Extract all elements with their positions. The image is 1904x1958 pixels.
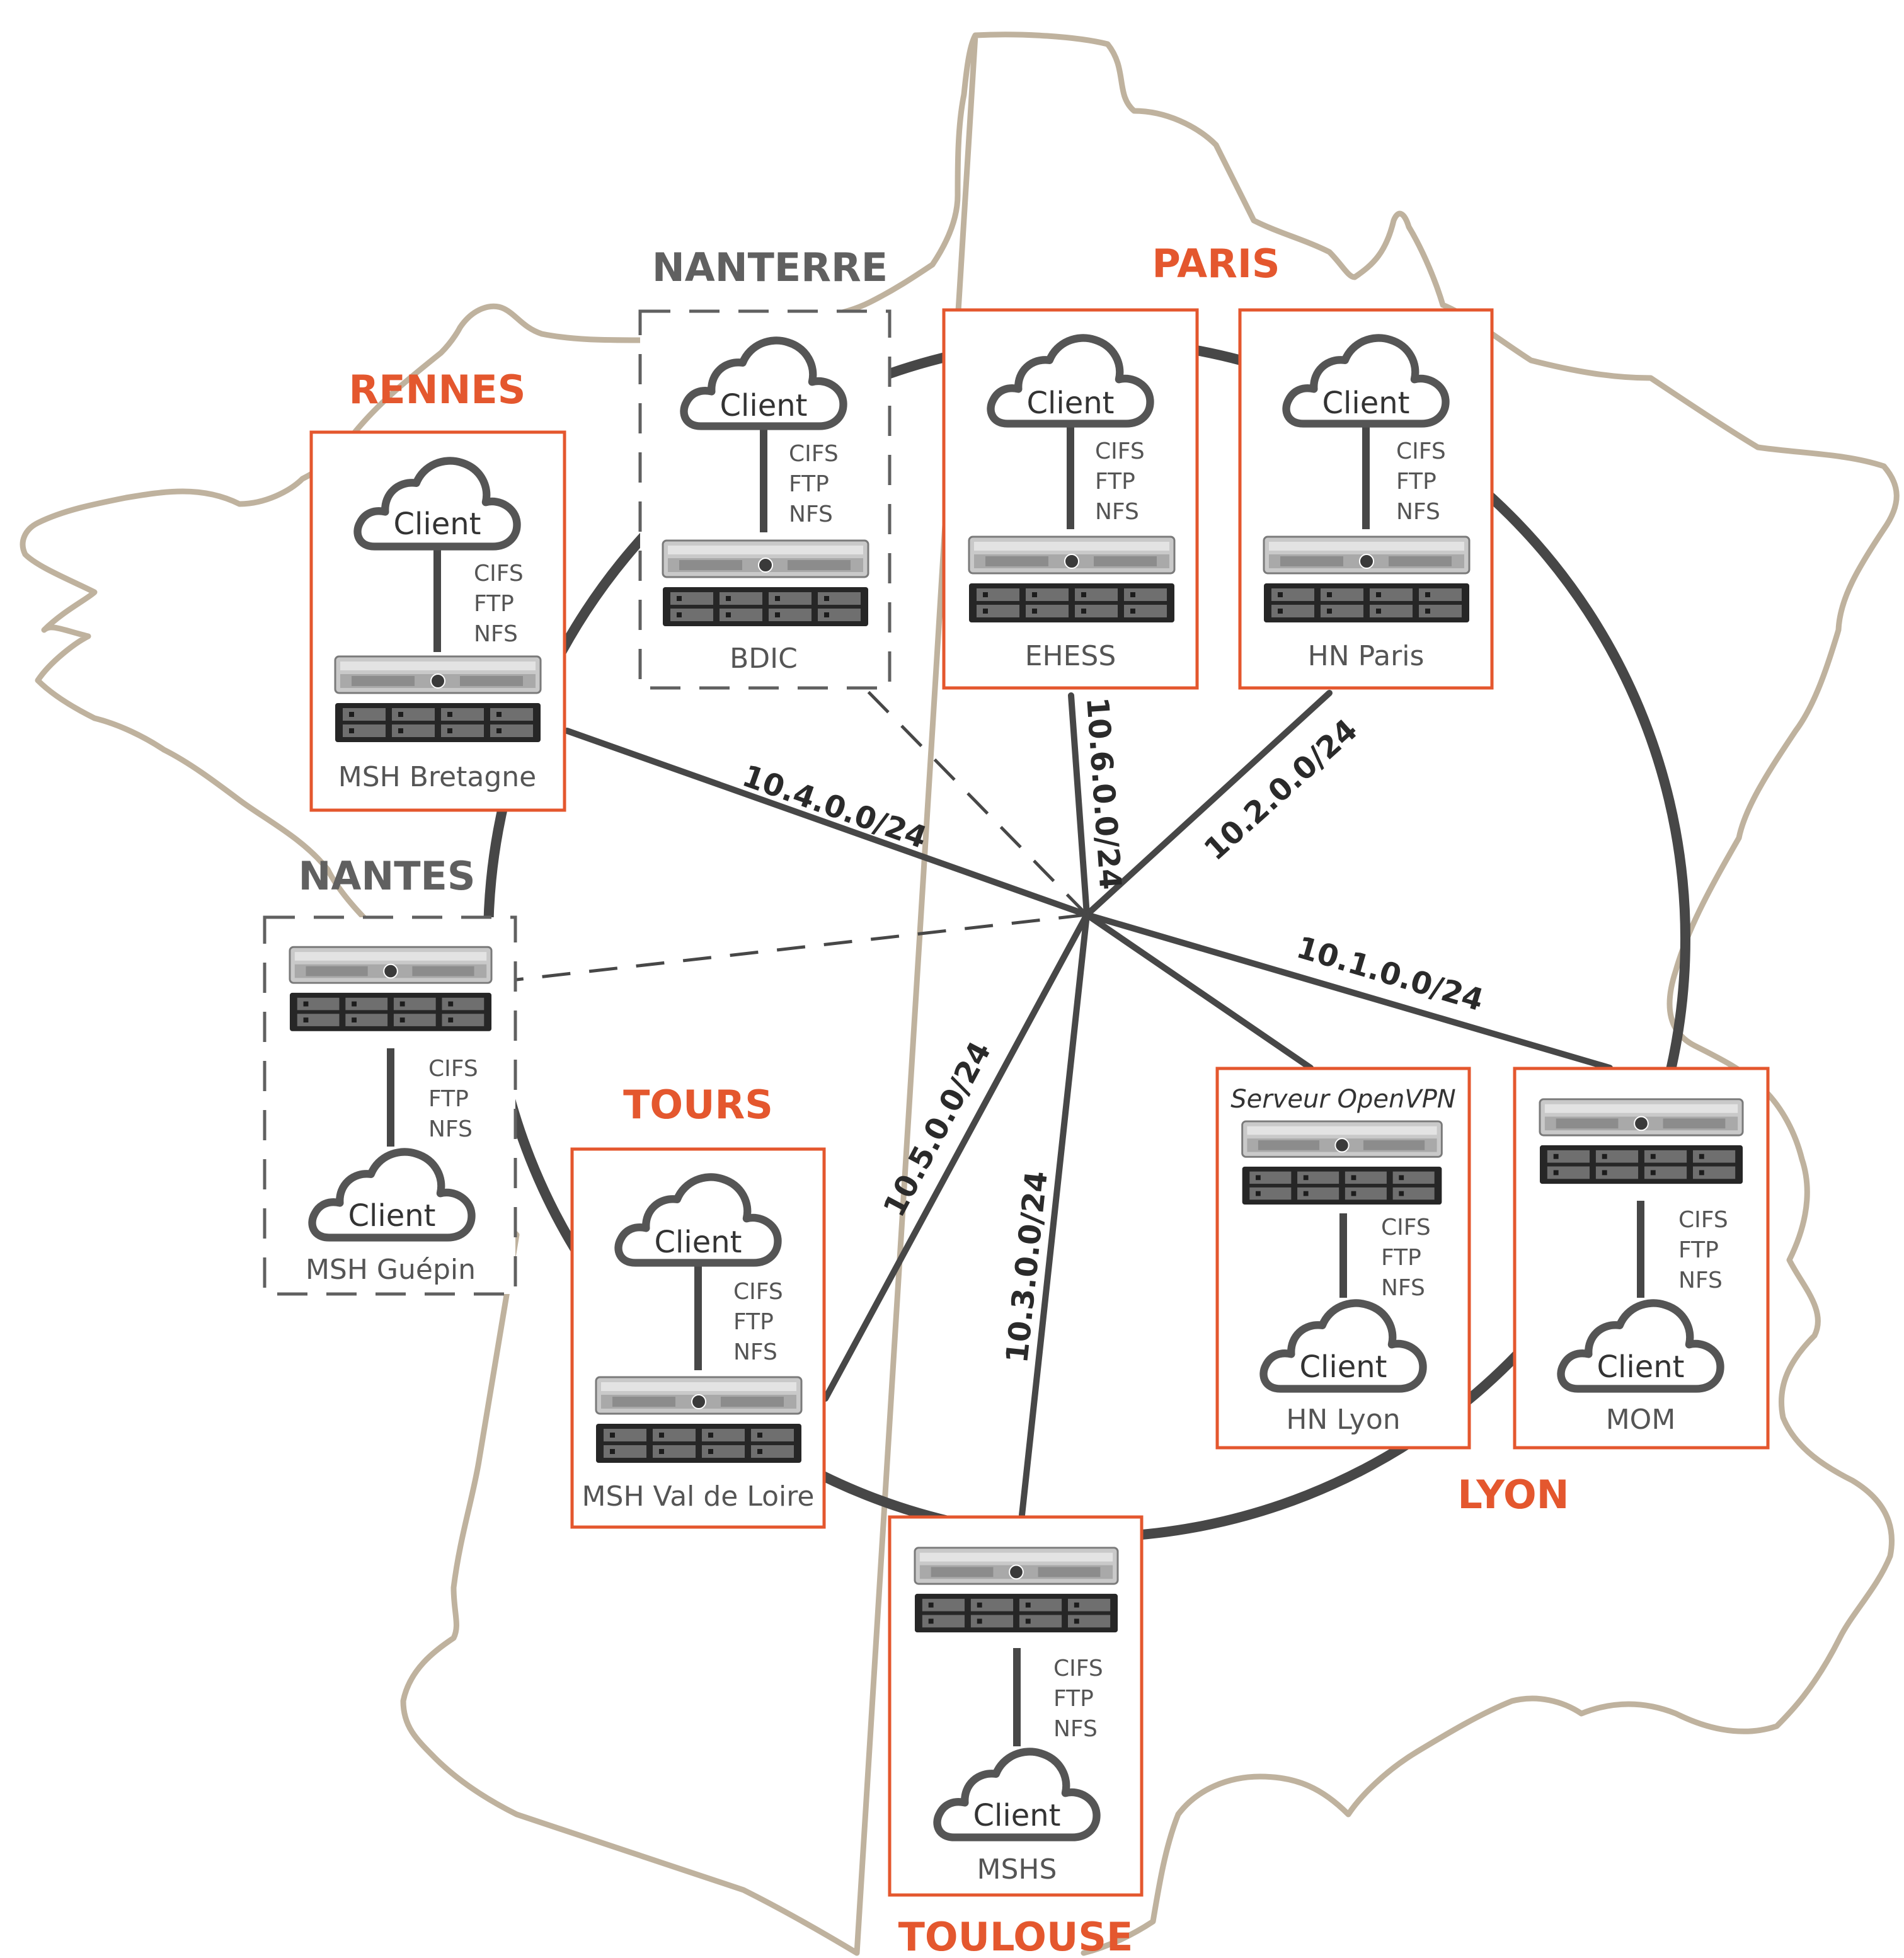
protocol-cifs: CIFS <box>1095 438 1145 464</box>
site-mshs: CIFS FTP NFS Client MSHS <box>888 1515 1144 1897</box>
site-bdic: Client CIFS FTP NFS BDIC <box>638 309 892 690</box>
protocol-cifs: CIFS <box>428 1056 478 1082</box>
protocol-ftp: FTP <box>1053 1686 1094 1712</box>
protocol-ftp: FTP <box>733 1309 774 1335</box>
site-msh-bretagne: Client CIFS FTP NFS MSH Bretagne <box>309 430 566 812</box>
site-name: MSH Val de Loire <box>582 1480 815 1513</box>
site-name: BDIC <box>730 643 798 675</box>
client-label: Client <box>1300 1349 1387 1385</box>
site-hn-paris: Client CIFS FTP NFS HN Paris <box>1238 308 1494 690</box>
protocol-ftp: FTP <box>428 1086 469 1112</box>
site-name: EHESS <box>1025 640 1116 672</box>
site-name: MSH Bretagne <box>338 761 536 793</box>
site-name: HN Lyon <box>1286 1404 1400 1436</box>
city-rennes: RENNES <box>349 367 526 413</box>
protocol-nfs: NFS <box>1396 499 1440 525</box>
site-msh-guepin: CIFS FTP NFS Client MSH Guépin <box>263 915 517 1296</box>
protocol-cifs: CIFS <box>789 441 839 467</box>
protocol-nfs: NFS <box>474 621 518 647</box>
protocol-nfs: NFS <box>1095 499 1139 525</box>
site-ehess: Client CIFS FTP NFS EHESS <box>942 308 1199 690</box>
client-label: Client <box>1322 386 1410 421</box>
client-label: Client <box>1597 1349 1685 1385</box>
protocol-nfs: NFS <box>1381 1275 1425 1301</box>
protocol-ftp: FTP <box>1381 1245 1421 1271</box>
openvpn-server-label: Serveur OpenVPN <box>1230 1085 1455 1114</box>
client-label: Client <box>394 507 481 542</box>
protocol-nfs: NFS <box>428 1116 473 1142</box>
subnet-rennes-label: 10.4.0.0/24 <box>738 759 931 856</box>
site-mom: CIFS FTP NFS Client MOM <box>1513 1067 1770 1450</box>
protocol-ftp: FTP <box>789 471 829 497</box>
site-hn-lyon: Serveur OpenVPN CIFS FTP NFS Client HN L… <box>1215 1067 1471 1450</box>
site-msh-val-de-loire: Client CIFS FTP NFS MSH Val de Loire <box>570 1147 826 1529</box>
protocol-ftp: FTP <box>1396 469 1437 495</box>
protocol-cifs: CIFS <box>1053 1656 1103 1681</box>
protocol-cifs: CIFS <box>1381 1215 1431 1240</box>
spoke-hn-lyon <box>1084 912 1314 1071</box>
site-name: HN Paris <box>1308 640 1425 672</box>
city-lyon: LYON <box>1457 1472 1569 1518</box>
protocol-nfs: NFS <box>733 1339 777 1365</box>
protocol-nfs: NFS <box>1678 1268 1723 1293</box>
spoke-bdic-dashed <box>865 689 1088 916</box>
protocol-ftp: FTP <box>1095 469 1135 495</box>
site-name: MSHS <box>977 1853 1057 1886</box>
vpn-spokes <box>564 690 1613 1518</box>
city-nanterre: NANTERRE <box>652 244 888 290</box>
spoke-tours <box>822 912 1090 1402</box>
client-label: Client <box>655 1225 742 1260</box>
subnet-ehess-label: 10.6.0.0/24 <box>1079 696 1128 891</box>
client-label: Client <box>973 1798 1061 1833</box>
protocol-cifs: CIFS <box>733 1279 783 1305</box>
protocol-nfs: NFS <box>1053 1716 1098 1742</box>
site-name: MOM <box>1606 1404 1676 1436</box>
client-label: Client <box>720 388 808 423</box>
city-nantes: NANTES <box>298 853 475 899</box>
city-paris: PARIS <box>1152 241 1280 287</box>
protocol-ftp: FTP <box>474 591 514 617</box>
city-tours: TOURS <box>623 1082 773 1128</box>
protocol-ftp: FTP <box>1678 1237 1719 1263</box>
spoke-hn-paris <box>1084 690 1333 918</box>
protocol-nfs: NFS <box>789 501 833 527</box>
city-toulouse: TOULOUSE <box>898 1914 1133 1958</box>
spoke-ehess <box>1068 692 1090 918</box>
protocol-cifs: CIFS <box>474 561 524 587</box>
spoke-rennes <box>564 728 1090 918</box>
client-label: Client <box>348 1198 436 1234</box>
client-label: Client <box>1027 386 1115 421</box>
spoke-mom <box>1084 912 1613 1071</box>
spoke-nantes-dashed <box>516 913 1087 982</box>
protocol-cifs: CIFS <box>1678 1207 1728 1233</box>
spoke-toulouse <box>1019 912 1090 1518</box>
protocol-cifs: CIFS <box>1396 438 1446 464</box>
site-name: MSH Guépin <box>306 1254 476 1286</box>
